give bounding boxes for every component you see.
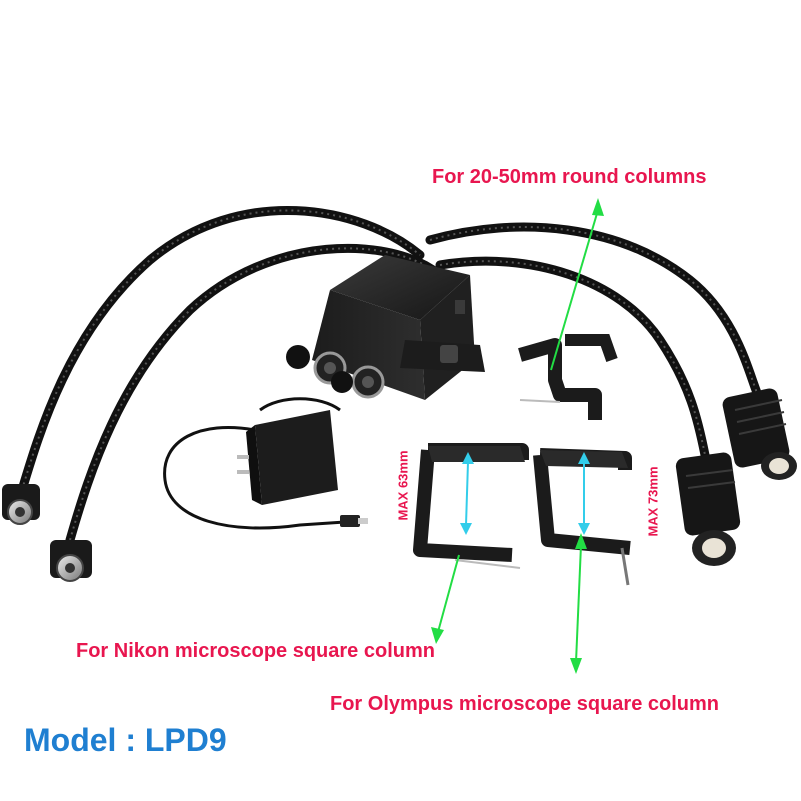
connector-left-1 [2,484,40,525]
lamp-head-right-1 [722,388,797,480]
label-model: Model : LPD9 [24,722,227,758]
power-adapter [163,397,368,530]
gooseneck-arm-left-2 [65,243,445,545]
dimension-arrow-olympus [578,452,590,535]
dimension-arrow-nikon [460,452,474,535]
arrow-nikon [431,554,460,644]
label-round-columns: For 20-50mm round columns [432,166,707,188]
label-nikon-column: For Nikon microscope square column [76,640,435,662]
arrow-round-column [550,198,604,371]
lamp-head-right-2 [675,452,741,566]
control-box [286,255,485,400]
connector-left-2 [50,540,92,582]
clamp-round-column [518,334,618,420]
gooseneck-arm-right-1 [425,222,765,405]
box-socket-2 [351,365,385,399]
clamp-nikon [413,443,529,569]
label-olympus-column: For Olympus microscope square column [330,693,719,715]
gooseneck-arm-right-2 [435,256,710,460]
box-knob-1 [286,345,310,369]
label-max-73: MAX 73mm [645,466,661,537]
arrow-olympus [570,533,587,674]
label-max-63: MAX 63mm [395,450,411,521]
